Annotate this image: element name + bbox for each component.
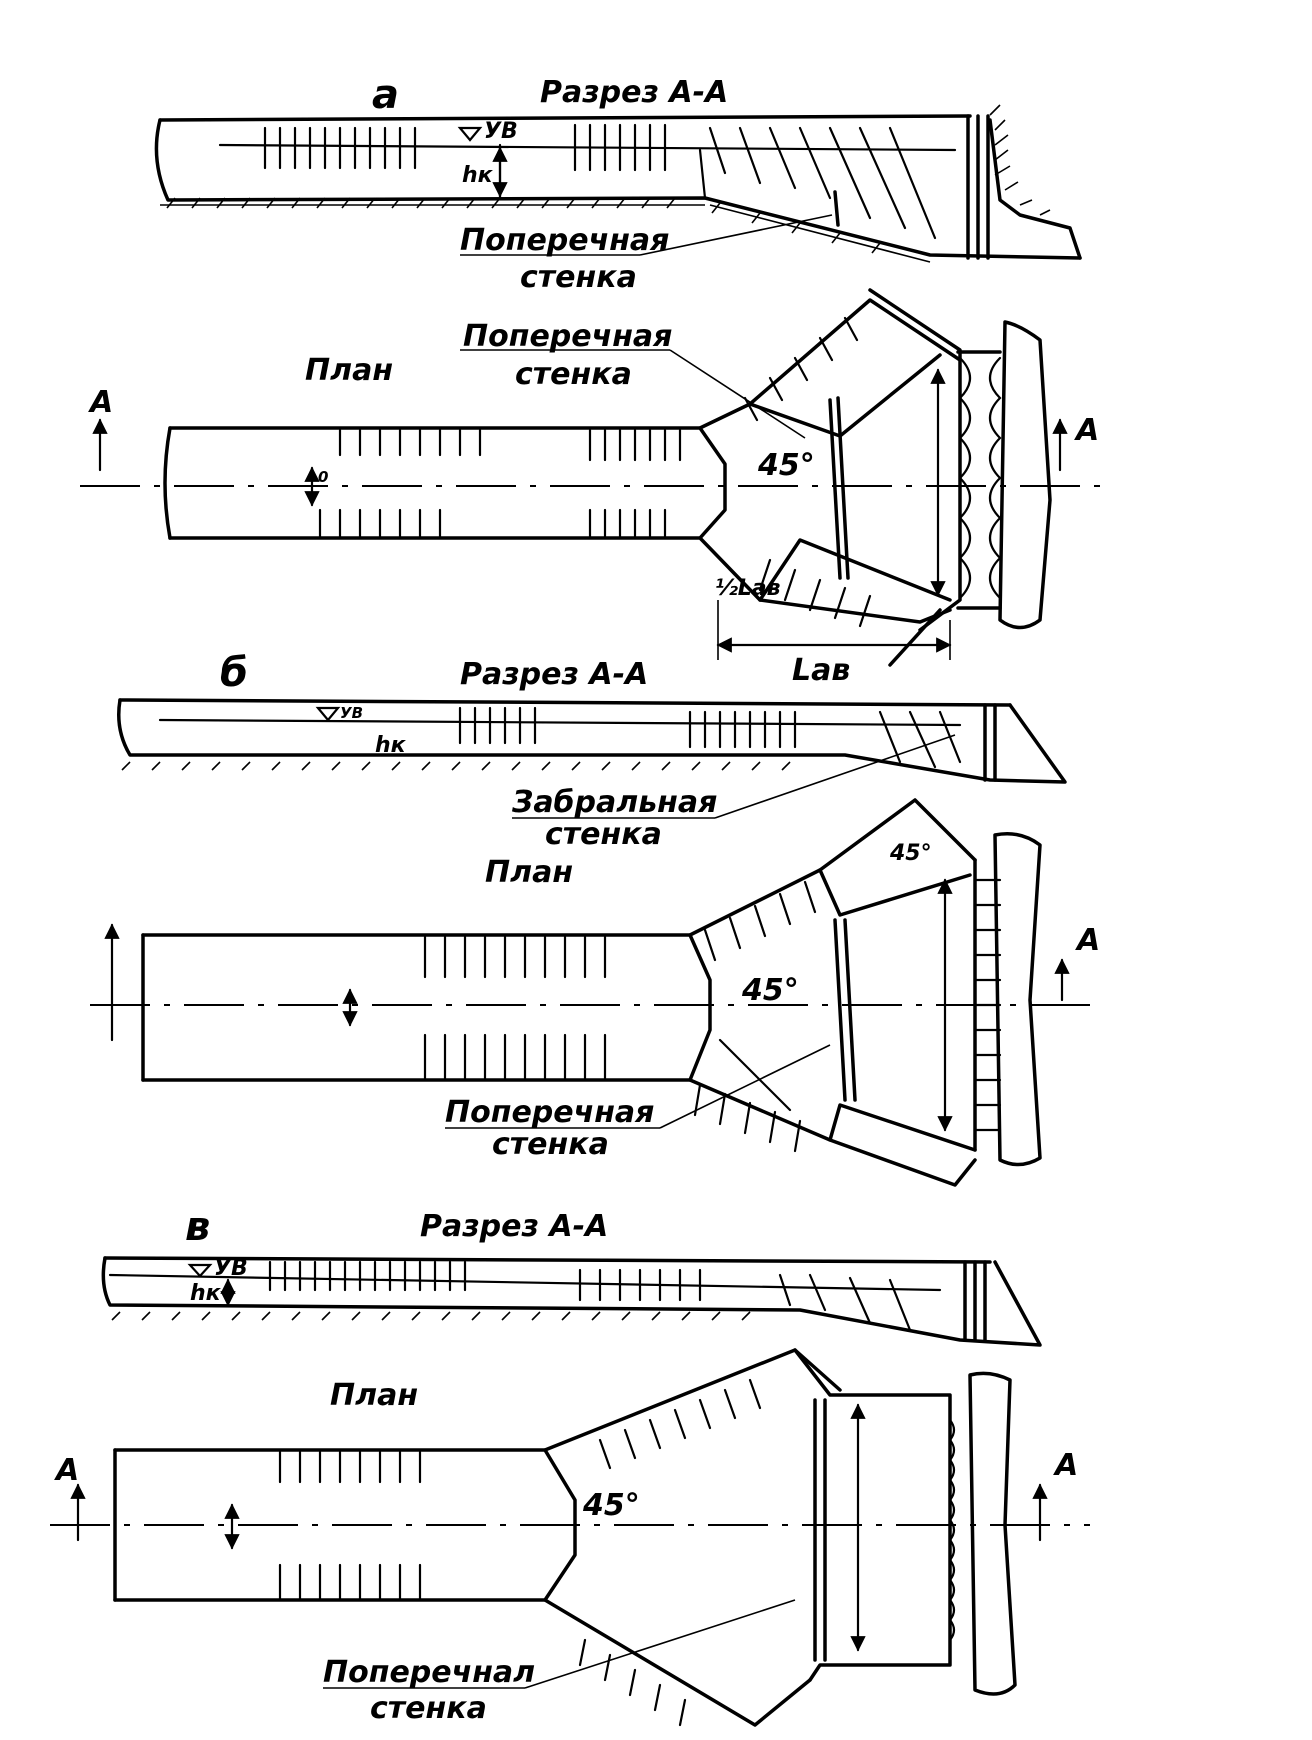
- part-v-section-hatch: [268, 1260, 912, 1332]
- part-a-plan-title: План: [305, 353, 393, 388]
- part-v-plan-title: План: [330, 1378, 418, 1413]
- part-a-length: Lав: [792, 653, 850, 688]
- part-b-callout-section-line1: Забральная: [511, 785, 717, 820]
- part-a-section: УВ hк Поперечная стенка: [154, 104, 1082, 295]
- part-a-axis-right: А: [1074, 413, 1099, 448]
- part-a-half-length: ½Lав: [715, 576, 781, 601]
- part-a-callout-plan-line1: Поперечная: [463, 319, 672, 354]
- part-b-section: УВ hк Забральная стенка: [117, 698, 1067, 852]
- part-a-letter: а: [372, 72, 399, 118]
- part-v-plan-hatch: [278, 1378, 956, 1727]
- part-a-gabion: [958, 356, 1002, 600]
- part-a-depth: hк: [462, 163, 494, 188]
- part-a-ground-hatch: [166, 197, 881, 254]
- part-v-water-level: УВ: [214, 1256, 248, 1281]
- part-a-callout-section-line1: Поперечная: [460, 223, 669, 258]
- part-b-callout-section-line2: стенка: [545, 817, 662, 852]
- part-v-section: УВ hк: [101, 1256, 1042, 1347]
- part-b-depth: hк: [375, 733, 407, 758]
- part-a: а Разрез А-А УВ hк: [80, 72, 1100, 688]
- part-a-plan-hatch: [318, 316, 872, 628]
- part-a-callout-section-line2: стенка: [520, 260, 637, 295]
- part-v-depth: hк: [190, 1281, 222, 1306]
- part-a-plan: План Поперечная стенка: [80, 288, 1100, 688]
- part-b-plan-hatch: [423, 880, 817, 1153]
- part-v-plan: План А А 45° Поперечнал: [50, 1348, 1090, 1727]
- part-v-axis-left: А: [54, 1453, 79, 1488]
- part-b-letter: б: [220, 650, 248, 696]
- part-v-angle: 45°: [582, 1488, 640, 1523]
- part-a-axis-left: А: [88, 385, 113, 420]
- part-a-angle: 45°: [757, 448, 815, 483]
- part-a-water-level: УВ: [484, 119, 518, 144]
- part-a-plan-dim-glyph: 0: [318, 468, 328, 486]
- part-b-angle-main: 45°: [741, 973, 799, 1008]
- part-b-section-title: Разрез А-А: [460, 657, 648, 692]
- part-b-blocks: [973, 878, 1002, 1132]
- part-b-callout-plan-line2: стенка: [492, 1127, 609, 1162]
- part-b-angle-top: 45°: [889, 841, 932, 866]
- part-b-section-hatch: [458, 706, 962, 769]
- part-b-axis-right: А: [1075, 923, 1100, 958]
- part-b-callout-plan-line1: Поперечная: [445, 1095, 654, 1130]
- part-a-section-title: Разрез А-А: [540, 75, 728, 110]
- part-v: в Разрез А-А УВ hк План: [50, 1204, 1090, 1727]
- part-v-axis-right: А: [1053, 1448, 1078, 1483]
- part-a-callout-plan-line2: стенка: [515, 357, 632, 392]
- part-v-callout-plan-line1: Поперечнал: [323, 1655, 535, 1690]
- part-v-section-title: Разрез А-А: [420, 1209, 608, 1244]
- part-v-callout-plan-line2: стенка: [370, 1691, 487, 1726]
- part-b: б Разрез А-А УВ hк Забральная стенка Пла…: [90, 650, 1100, 1187]
- part-b-water-level: УВ: [340, 704, 363, 722]
- part-b-plan-title: План: [485, 855, 573, 890]
- part-a-section-hatch: [263, 123, 937, 240]
- part-b-plan: План А 45°: [90, 798, 1100, 1187]
- part-v-letter: в: [185, 1204, 210, 1250]
